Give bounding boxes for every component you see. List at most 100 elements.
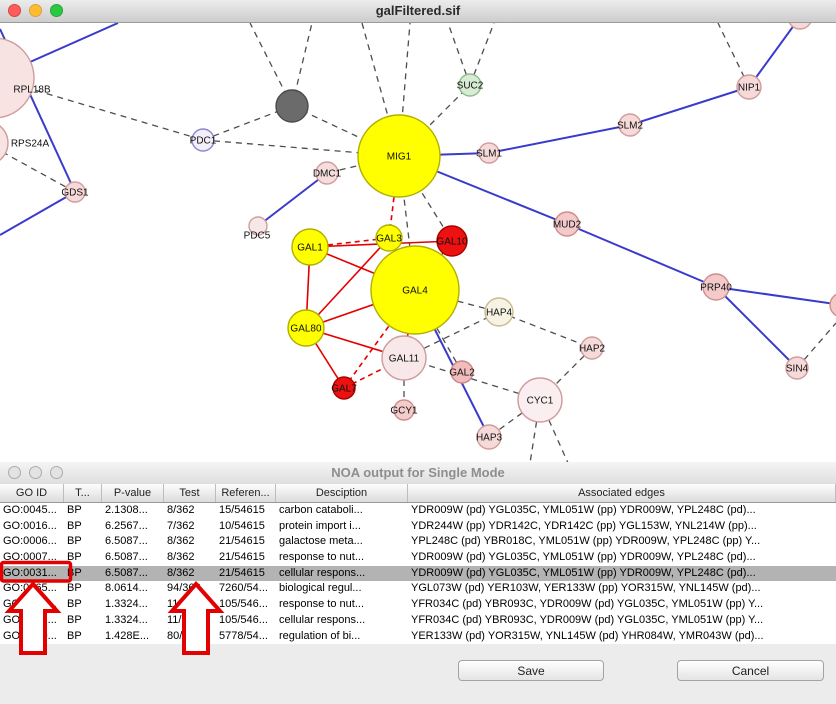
network-window-title: galFiltered.sif [375,3,461,18]
table-cell: YFR034C (pd) YBR093C, YDR009W (pd) YGL03… [411,598,764,611]
table-cell: 11/362 [167,613,200,626]
save-button[interactable]: Save [458,660,604,681]
network-canvas[interactable]: RPL18BRPS24AGDS1PDC1DMC1MIG1SUC2SLM1SLM2… [0,23,836,463]
network-node-edge_tr[interactable] [788,23,812,30]
minimize-icon[interactable] [29,466,42,479]
cancel-button[interactable]: Cancel [677,660,824,681]
table-cell: 1.428E... [105,629,150,642]
minimize-icon[interactable] [29,4,42,17]
table-cell: carbon cataboli... [279,504,363,516]
network-edge[interactable] [629,86,750,126]
network-edge[interactable] [715,286,798,369]
network-node-PDC5[interactable] [248,216,268,236]
network-node-label: RPL18B [13,85,51,96]
network-node-GDS1[interactable] [64,181,86,203]
network-node-label: GAL3 [376,234,402,245]
network-edge[interactable] [257,172,328,227]
network-edge[interactable] [488,124,631,154]
network-edge[interactable] [715,286,836,306]
network-node-MIG1[interactable] [357,114,441,198]
table-cell: 1.3324... [105,598,148,611]
network-edge[interactable] [566,223,717,288]
table-cell: GO:0045... [3,504,57,516]
network-node-label: GAL2 [449,368,475,379]
network-node-PDC1[interactable] [191,128,215,152]
network-node-GAL10[interactable] [436,225,468,257]
zoom-icon[interactable] [50,4,63,17]
network-node-dark1[interactable] [275,89,309,123]
table-cell: 6.5087... [105,551,148,564]
network-edge[interactable] [403,357,541,401]
column-header[interactable]: P-value [102,484,164,502]
network-node-GAL2[interactable] [450,360,474,384]
network-node-SLM1[interactable] [478,142,500,164]
column-header[interactable]: T... [64,484,102,502]
close-icon[interactable] [8,4,21,17]
network-node-RPL18B[interactable] [0,37,35,119]
network-edge[interactable] [539,347,593,401]
network-node-GCY1[interactable] [393,399,415,421]
network-node-edge_r1[interactable] [829,293,836,317]
network-node-GAL80[interactable] [287,309,325,347]
table-cell: response to nut... [279,598,364,611]
network-node-GAL7[interactable] [332,376,356,400]
network-edge[interactable] [796,322,836,369]
table-cell: GO:0006... [3,598,57,611]
network-window-titlebar[interactable]: galFiltered.sif [0,0,836,23]
table-cell: 15/54615 [219,504,265,516]
table-cell: response to nut... [279,551,364,564]
network-node-RPS24A[interactable] [0,121,9,165]
network-node-DMC1[interactable] [315,161,339,185]
zoom-icon[interactable] [50,466,63,479]
network-node-GAL4[interactable] [370,245,460,335]
network-node-SUC2[interactable] [458,73,482,97]
column-header[interactable]: Test [164,484,216,502]
network-edge[interactable] [0,191,76,236]
table-cell: 11/362 [167,598,200,611]
network-node-HAP4[interactable] [484,297,514,327]
network-node-HAP2[interactable] [580,336,604,360]
table-cell: YFR034C (pd) YBR093C, YDR009W (pd) YGL03… [411,613,764,626]
network-node-label: CYC1 [527,396,554,407]
network-node-SLM2[interactable] [618,113,642,137]
network-edge[interactable] [388,155,400,239]
table-cell: 21/54615 [219,566,265,579]
network-edge[interactable] [305,237,390,329]
network-node-GAL3[interactable] [375,224,403,252]
network-node-PRP40[interactable] [702,273,730,301]
network-node-GAL1[interactable] [291,228,329,266]
network-node-MUD2[interactable] [554,211,580,237]
network-edge[interactable] [498,311,593,349]
network-node-label: RPS24A [11,139,50,150]
table-cell: 8/362 [167,535,195,548]
network-node-CYC1[interactable] [517,377,563,423]
network-node-label: MUD2 [553,220,582,231]
network-node-label: NIP1 [738,83,761,94]
network-edge[interactable] [291,105,400,157]
noa-window-titlebar[interactable]: NOA output for Single Mode [0,462,836,485]
network-node-HAP3[interactable] [476,424,502,450]
network-node-SIN4[interactable] [785,356,809,380]
network-edge[interactable] [0,143,76,193]
network-node-GAL11[interactable] [381,335,427,381]
table-cell: GO:0031... [3,613,57,626]
column-header[interactable]: Desciption [276,484,408,502]
column-header[interactable]: Associated edges [408,484,836,502]
column-header[interactable]: Referen... [216,484,276,502]
network-edge[interactable] [748,23,800,88]
network-node-label: HAP2 [579,344,606,355]
network-node-NIP1[interactable] [736,74,762,100]
close-icon[interactable] [8,466,21,479]
column-header[interactable]: GO ID [0,484,64,502]
table-cell: 1.3324... [105,613,148,626]
